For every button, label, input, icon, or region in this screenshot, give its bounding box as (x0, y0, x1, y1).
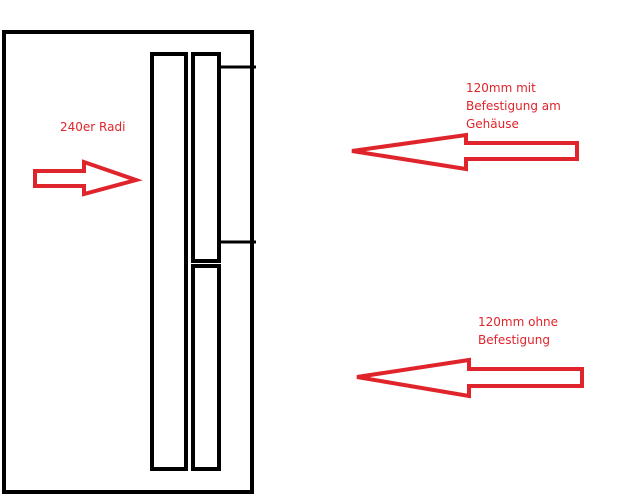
fan-bottom-label-line1: 120mm ohne (478, 315, 558, 329)
fan-top-label-line1: 120mm mit (466, 81, 536, 95)
fan-bottom (191, 264, 221, 471)
arrow-left-bottom (356, 357, 584, 399)
radiator (150, 52, 188, 471)
arrow-right (33, 159, 143, 197)
radiator-label: 240er Radi (60, 120, 125, 134)
fan-top-label-line3: Gehäuse (466, 117, 519, 131)
arrow-left-top (351, 132, 579, 172)
case-outline (2, 30, 254, 494)
fan-top (191, 52, 221, 263)
fan-bottom-label-line2: Befestigung (478, 333, 550, 347)
fan-top-label-line2: Befestigung am (466, 99, 561, 113)
